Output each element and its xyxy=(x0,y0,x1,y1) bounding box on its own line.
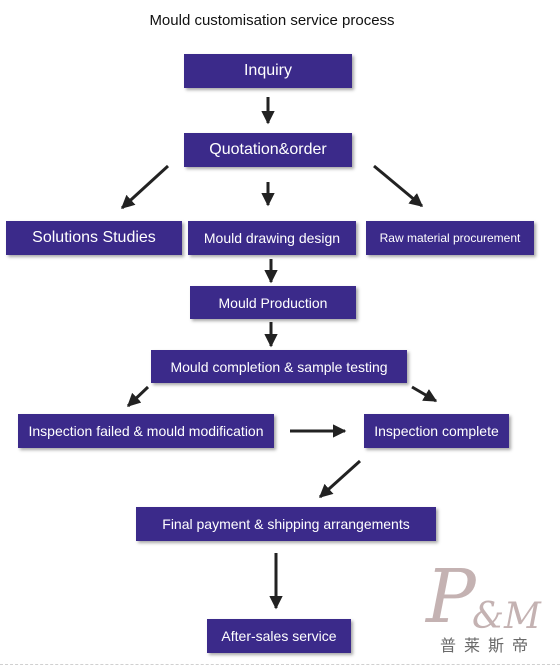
step-after-sales-service: After-sales service xyxy=(207,619,351,653)
logo-mark: P xyxy=(424,554,477,634)
step-mould-production: Mould Production xyxy=(190,286,356,319)
arrow-completion-to-failed xyxy=(126,385,150,408)
step-mould-drawing-design: Mould drawing design xyxy=(188,221,356,255)
step-inquiry: Inquiry xyxy=(184,54,352,88)
step-mould-completion-testing: Mould completion & sample testing xyxy=(151,350,407,383)
arrow-quotation-to-raw-material xyxy=(373,164,424,208)
step-inspection-complete: Inspection complete xyxy=(364,414,509,448)
arrow-completion-to-complete xyxy=(411,385,438,403)
step-raw-material-procurement: Raw material procurement xyxy=(366,221,534,255)
pm-logo: P &M 普莱斯帝 xyxy=(418,546,548,655)
arrow-complete-to-final-payment xyxy=(318,459,362,499)
bottom-divider xyxy=(0,664,560,665)
svg-text:&M: &M xyxy=(472,596,542,634)
step-final-payment-shipping: Final payment & shipping arrangements xyxy=(136,507,436,541)
step-inspection-failed: Inspection failed & mould modification xyxy=(18,414,274,448)
step-solutions-studies: Solutions Studies xyxy=(6,221,182,255)
page-title: Mould customisation service process xyxy=(149,12,395,29)
logo-subtitle: 普莱斯帝 xyxy=(439,636,536,655)
step-quotation-order: Quotation&order xyxy=(184,133,352,167)
arrow-quotation-to-solutions xyxy=(120,164,170,210)
